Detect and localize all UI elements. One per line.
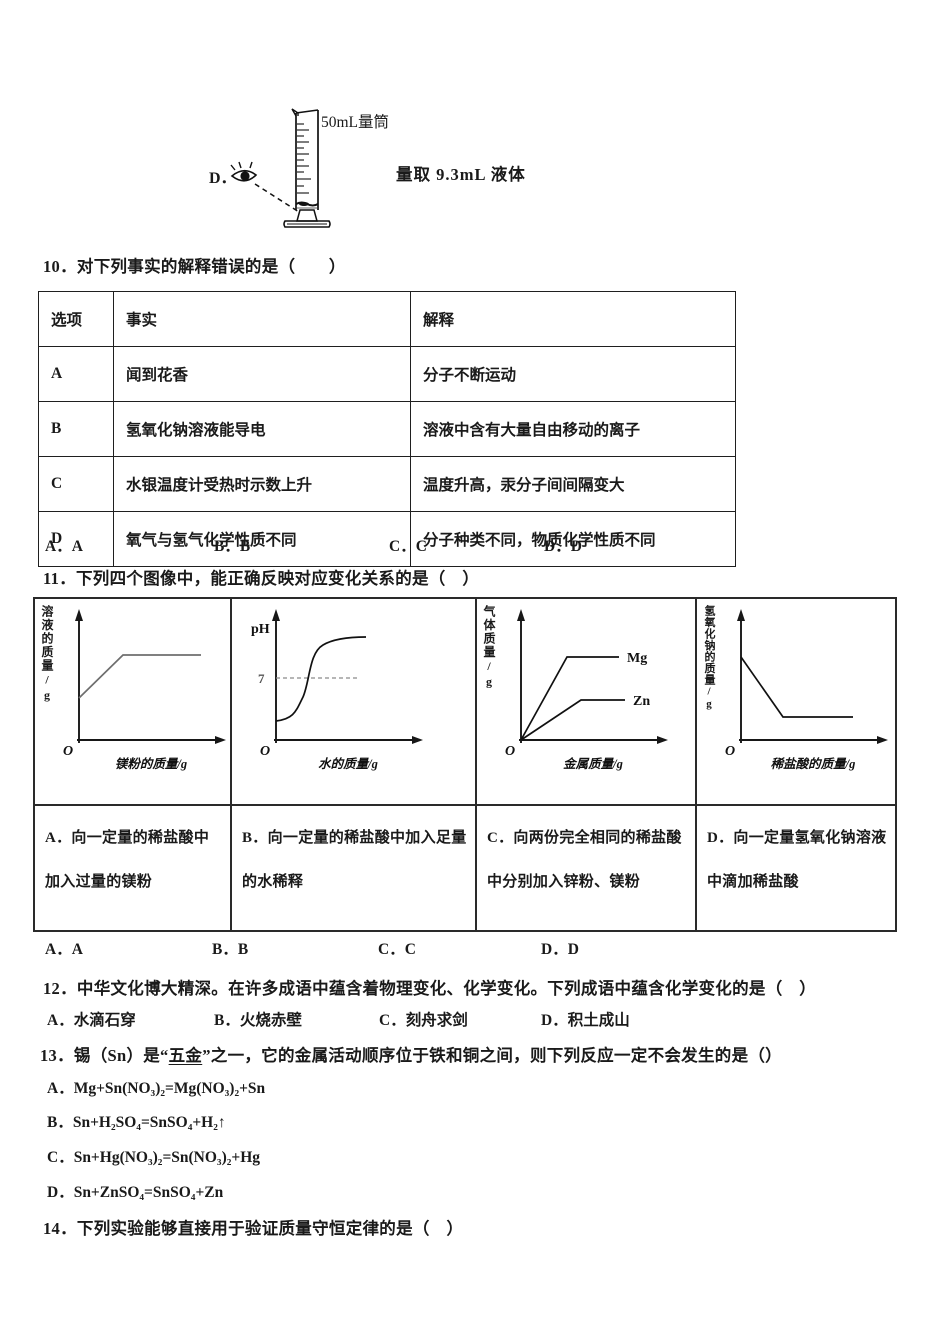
- option-a: A．A: [45, 538, 83, 555]
- q13-option-b: B．Sn+H₂SO₄=SnSO₄+H₂↑: [47, 1114, 226, 1131]
- graph-c: Mg Zn O 金属质量/g: [505, 609, 668, 771]
- question-11-text: 11．下列四个图像中，能正确反映对应变化关系的是（ ）: [43, 569, 480, 588]
- col-header-explain: 解释: [410, 291, 736, 347]
- q10-table: 选项 事实 解释 A 闻到花香 分子不断运动 B 氢氧化钠溶液能导电 溶液中含有…: [38, 291, 736, 567]
- y-axis-label: 溶液的质量/g: [40, 605, 54, 704]
- x-axis-label: 金属质量/g: [563, 757, 623, 771]
- table-row: B 氢氧化钠溶液能导电 溶液中含有大量自由移动的离子: [38, 401, 736, 457]
- cell-fact: 水银温度计受热时示数上升: [113, 456, 411, 512]
- q13-suffix: ”之一，它的金属活动顺序位于铁和铜之间，则下列反应一定不会发生的是（）: [202, 1046, 782, 1065]
- y-axis-label: 气体质量/g: [482, 605, 496, 690]
- graph-description-d: D．向一定量氢氧化钠溶液中滴加稀盐酸: [697, 806, 897, 932]
- cell-fact: 闻到花香: [113, 346, 411, 402]
- graph-description-a: A．向一定量的稀盐酸中加入过量的镁粉: [35, 806, 232, 932]
- cell-explain: 分子不断运动: [410, 346, 736, 402]
- question-12-text: 12．中华文化博大精深。在许多成语中蕴含着物理变化、化学变化。下列成语中蕴含化学…: [43, 979, 817, 998]
- y-axis-label: 氢氧化钠的质量/g: [703, 605, 715, 711]
- option-d: D．积土成山: [541, 1012, 630, 1029]
- option-b: B．火烧赤壁: [214, 1012, 302, 1029]
- table-row: A 闻到花香 分子不断运动: [38, 346, 736, 402]
- x-axis-label: 水的质量/g: [318, 757, 378, 771]
- graph-cell-b: pH 7 O 水的质量/g: [232, 599, 477, 806]
- figure-option-label: D．: [209, 170, 237, 187]
- col-header-fact: 事实: [113, 291, 411, 347]
- graph-b: pH 7 O 水的质量/g: [251, 609, 423, 771]
- q13-prefix: 13．锡（Sn）是“: [40, 1046, 169, 1065]
- option-d: D．D: [544, 538, 582, 555]
- cylinder-label: 50mL量筒: [321, 114, 390, 131]
- y-axis-label: pH: [251, 622, 270, 637]
- q10-answer-options: A．A B．B C．C D．D: [0, 534, 950, 556]
- option-c: C．C: [378, 941, 416, 958]
- question-13-text: 13．锡（Sn）是“五金”之一，它的金属活动顺序位于铁和铜之间，则下列反应一定不…: [40, 1042, 782, 1066]
- graph-cell-a: 溶液的质量/g O 镁粉的质量/g: [35, 599, 232, 806]
- question-14-text: 14．下列实验能够直接用于验证质量守恒定律的是（ ）: [43, 1219, 464, 1238]
- mg-line: [520, 656, 619, 741]
- table-header-row: 选项 事实 解释: [38, 291, 736, 347]
- mg-label: Mg: [627, 651, 647, 666]
- q13-underlined-term: 五金: [168, 1046, 203, 1065]
- cell-option: C: [38, 456, 114, 512]
- q11-graph-grid: 溶液的质量/g O 镁粉的质量/g pH 7 O: [33, 597, 897, 932]
- option-d: D．D: [541, 941, 579, 958]
- table-row: D 氧气与氢气化学性质不同 分子种类不同，物质化学性质不同: [38, 511, 736, 567]
- q13-option-c: C．Sn+Hg(NO₃)₂=Sn(NO₃)₂+Hg: [47, 1149, 261, 1166]
- origin-label: O: [63, 744, 73, 759]
- graduated-cylinder-icon: [283, 108, 331, 228]
- cell-fact: 氧气与氢气化学性质不同: [113, 511, 411, 567]
- ph-curve: [275, 636, 367, 722]
- measuring-cylinder-figure: [230, 108, 331, 228]
- graph-description-b: B．向一定量的稀盐酸中加入足量的水稀释: [232, 806, 477, 932]
- cell-explain: 溶液中含有大量自由移动的离子: [410, 401, 736, 457]
- solution-mass-line: [78, 654, 201, 699]
- graph-description-c: C．向两份完全相同的稀盐酸中分别加入锌粉、镁粉: [477, 806, 697, 932]
- cell-fact: 氢氧化钠溶液能导电: [113, 401, 411, 457]
- origin-label: O: [260, 744, 270, 759]
- cell-option: B: [38, 401, 114, 457]
- option-a: A．水滴石穿: [47, 1012, 136, 1029]
- graph-d: O 稀盐酸的质量/g: [725, 609, 888, 771]
- sight-line: [254, 183, 300, 213]
- cell-explain: 温度升高，汞分子间间隔变大: [410, 456, 736, 512]
- zn-label: Zn: [633, 694, 650, 709]
- x-axis-label: 稀盐酸的质量/g: [771, 757, 856, 771]
- option-c: C．刻舟求剑: [379, 1012, 468, 1029]
- ph7-tick-label: 7: [258, 671, 265, 686]
- zn-line: [520, 699, 625, 741]
- option-b: B．B: [214, 538, 251, 555]
- graph-cell-d: 氢氧化钠的质量/g O 稀盐酸的质量/g: [697, 599, 897, 806]
- figure-caption: 量取 9.3mL 液体: [396, 165, 526, 184]
- option-b: B．B: [212, 941, 249, 958]
- cell-explain: 分子种类不同，物质化学性质不同: [410, 511, 736, 567]
- x-axis-label: 镁粉的质量/g: [115, 757, 187, 771]
- graph-cell-c: 气体质量/g Mg Zn O 金属质量/g: [477, 599, 697, 806]
- naoh-mass-line: [740, 656, 853, 718]
- option-a: A．A: [45, 941, 83, 958]
- cell-option: A: [38, 346, 114, 402]
- q12-answer-options: A．水滴石穿 B．火烧赤壁 C．刻舟求剑 D．积土成山: [0, 1008, 950, 1030]
- col-header-option: 选项: [38, 291, 114, 347]
- origin-label: O: [725, 744, 735, 759]
- table-row: C 水银温度计受热时示数上升 温度升高，汞分子间间隔变大: [38, 456, 736, 512]
- eye-icon: [230, 161, 258, 182]
- graph-a: O 镁粉的质量/g: [63, 609, 226, 771]
- question-10-text: 10．对下列事实的解释错误的是（ ）: [43, 257, 346, 276]
- q13-option-d: D．Sn+ZnSO₄=SnSO₄+Zn: [47, 1184, 224, 1201]
- q13-option-a: A．Mg+Sn(NO₃)₂=Mg(NO₃)₂+Sn: [47, 1080, 266, 1097]
- option-c: C．C: [389, 538, 427, 555]
- liquid-level: [295, 201, 319, 209]
- origin-label: O: [505, 744, 515, 759]
- q11-answer-options: A．A B．B C．C D．D: [0, 937, 950, 959]
